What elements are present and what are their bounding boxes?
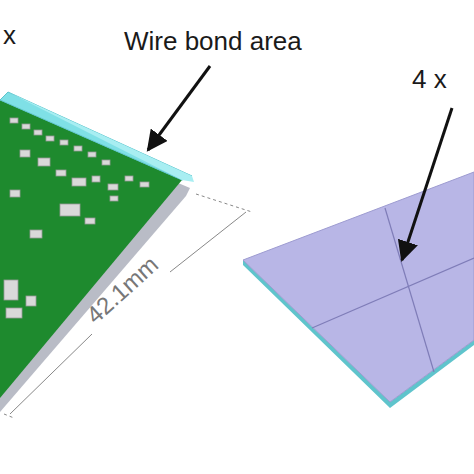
leader-arrow <box>148 66 210 150</box>
dimension-line <box>4 194 252 418</box>
callout-label: Wire bond area <box>124 28 302 54</box>
pcb-board <box>0 92 194 412</box>
callout-label: x <box>3 22 16 48</box>
sensor-plate <box>243 172 474 408</box>
callout-label: 4 x <box>412 66 447 92</box>
leader-arrow <box>402 108 452 260</box>
